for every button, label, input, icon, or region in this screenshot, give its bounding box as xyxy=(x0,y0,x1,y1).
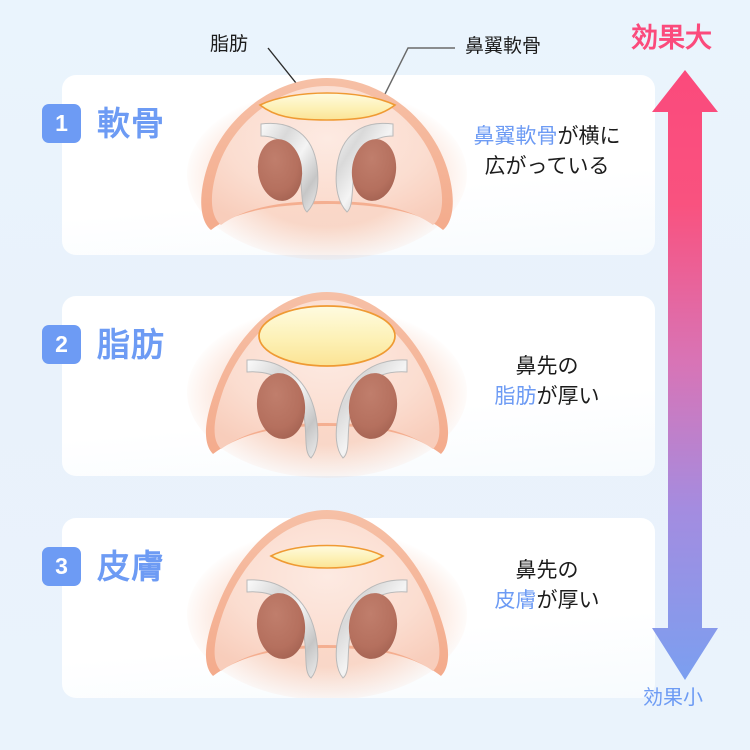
row-label-3: 3 皮膚 xyxy=(42,547,165,586)
nostril-right-1 xyxy=(351,139,397,201)
nose-illustration-row-1 xyxy=(187,78,467,260)
nostril-left-3 xyxy=(256,593,306,659)
callout-label-cartilage: 鼻翼軟骨 xyxy=(465,36,542,57)
row-description-3: 鼻先の 皮膚が厚い xyxy=(452,556,642,616)
row-title-1: 軟骨 xyxy=(97,105,165,142)
nostril-left-2 xyxy=(256,373,306,439)
row-number-badge-2: 2 xyxy=(42,325,81,364)
arrow-label-low: 効果小 xyxy=(643,687,703,709)
desc-line-2a: 鼻先の xyxy=(515,355,579,378)
leader-line-cartilage xyxy=(379,47,455,105)
fat-layer-3 xyxy=(269,544,385,569)
nose-illustration-row-3 xyxy=(187,510,467,698)
desc-highlight-2: 脂肪 xyxy=(494,384,537,408)
desc-plain-1a: が横に xyxy=(557,125,621,148)
desc-highlight-3: 皮膚 xyxy=(494,588,537,612)
nostril-right-2 xyxy=(348,373,398,439)
row-number-badge-1: 1 xyxy=(42,104,81,143)
row-description-2: 鼻先の 脂肪が厚い xyxy=(452,352,642,412)
row-title-3: 皮膚 xyxy=(97,548,165,585)
nostril-left-1 xyxy=(257,139,303,201)
row-number-badge-3: 3 xyxy=(42,547,81,586)
desc-line-3b: 皮膚が厚い xyxy=(452,586,642,616)
nostril-right-3 xyxy=(348,593,398,659)
nose-illustration-row-2 xyxy=(187,292,467,478)
desc-plain-3b: が厚い xyxy=(536,588,600,612)
row-title-2: 脂肪 xyxy=(97,326,165,363)
desc-plain-2b: が厚い xyxy=(536,384,600,408)
desc-line-2b: 脂肪が厚い xyxy=(452,382,642,412)
desc-line-1a: 鼻翼軟骨が横に xyxy=(452,122,642,152)
arrow-label-high: 効果大 xyxy=(631,23,712,53)
callout-label-fat: 脂肪 xyxy=(210,34,249,55)
desc-line-3a: 鼻先の xyxy=(515,559,579,582)
row-label-2: 2 脂肪 xyxy=(42,325,165,364)
row-description-1: 鼻翼軟骨が横に 広がっている xyxy=(452,122,642,182)
desc-highlight-1: 鼻翼軟骨 xyxy=(473,125,558,148)
arrow-body xyxy=(652,70,718,680)
row-label-1: 1 軟骨 xyxy=(42,104,165,143)
desc-line-1b: 広がっている xyxy=(484,154,610,178)
fat-layer-1 xyxy=(258,92,397,121)
fat-layer-2 xyxy=(258,305,396,367)
effectiveness-arrow xyxy=(652,70,718,680)
